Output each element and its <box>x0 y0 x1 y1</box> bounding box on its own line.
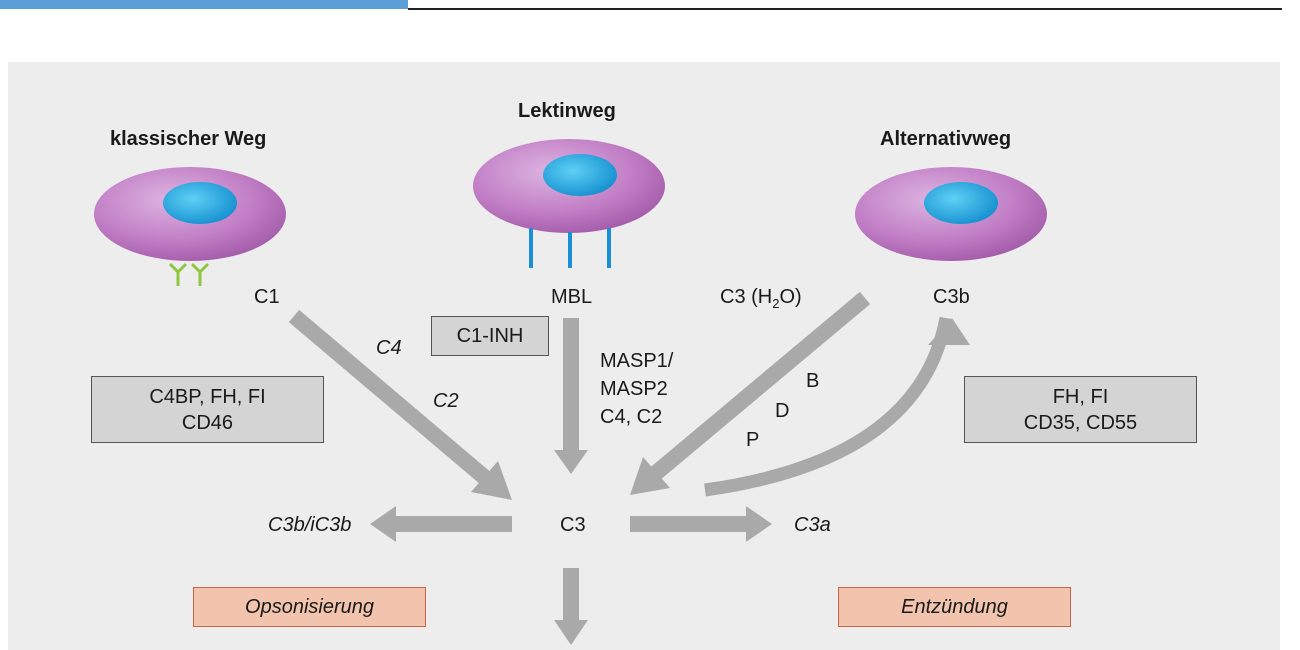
label-c2: C2 <box>433 390 459 412</box>
header-rule <box>408 8 1282 10</box>
label-factor-b: B <box>806 370 820 392</box>
effect-box-inflammation: Entzündung <box>838 587 1071 627</box>
label-factor-d: D <box>775 400 790 422</box>
label-factor-p: P <box>746 429 760 451</box>
inhibitor-box-alternative: FH, FI CD35, CD55 <box>964 376 1197 443</box>
arrow-c1-to-c3 <box>288 309 512 500</box>
label-masp2: MASP2 <box>600 378 668 400</box>
cell-classical <box>94 167 286 261</box>
cell-lectin <box>473 139 665 233</box>
mbl-receptor-icon <box>529 228 611 268</box>
title-lectin-pathway: Lektinweg <box>518 100 616 122</box>
title-classical-pathway: klassischer Weg <box>110 128 267 150</box>
label-masp1: MASP1/ <box>600 350 674 372</box>
label-c3h2o: C3 (H2O) <box>720 286 802 311</box>
arrow-c3-to-c3b <box>370 506 512 542</box>
title-alternative-pathway: Alternativweg <box>880 128 1012 150</box>
antibody-icon <box>168 262 210 286</box>
inhibitor-box-c1inh: C1-INH <box>431 316 549 356</box>
label-c3a: C3a <box>794 514 831 536</box>
arrow-c3-down <box>554 568 588 645</box>
inhibitor-box-classical: C4BP, FH, FI CD46 <box>91 376 324 443</box>
label-mbl: MBL <box>551 286 593 308</box>
effect-box-opsonization: Opsonisierung <box>193 587 426 627</box>
label-c4-c2: C4, C2 <box>600 406 663 428</box>
arrow-c3-to-c3a <box>630 506 772 542</box>
header-accent-bar <box>0 0 408 9</box>
label-c3-center: C3 <box>560 514 586 536</box>
label-c3b: C3b <box>933 286 970 308</box>
arrow-mbl-to-c3 <box>554 318 588 474</box>
cell-alternative <box>855 167 1047 261</box>
arrow-amplification-loop <box>704 316 970 497</box>
label-c3b-ic3b: C3b/iC3b <box>268 514 352 536</box>
label-c4: C4 <box>376 337 402 359</box>
arrow-c3h2o-to-c3 <box>630 291 871 495</box>
label-c1: C1 <box>254 286 280 308</box>
